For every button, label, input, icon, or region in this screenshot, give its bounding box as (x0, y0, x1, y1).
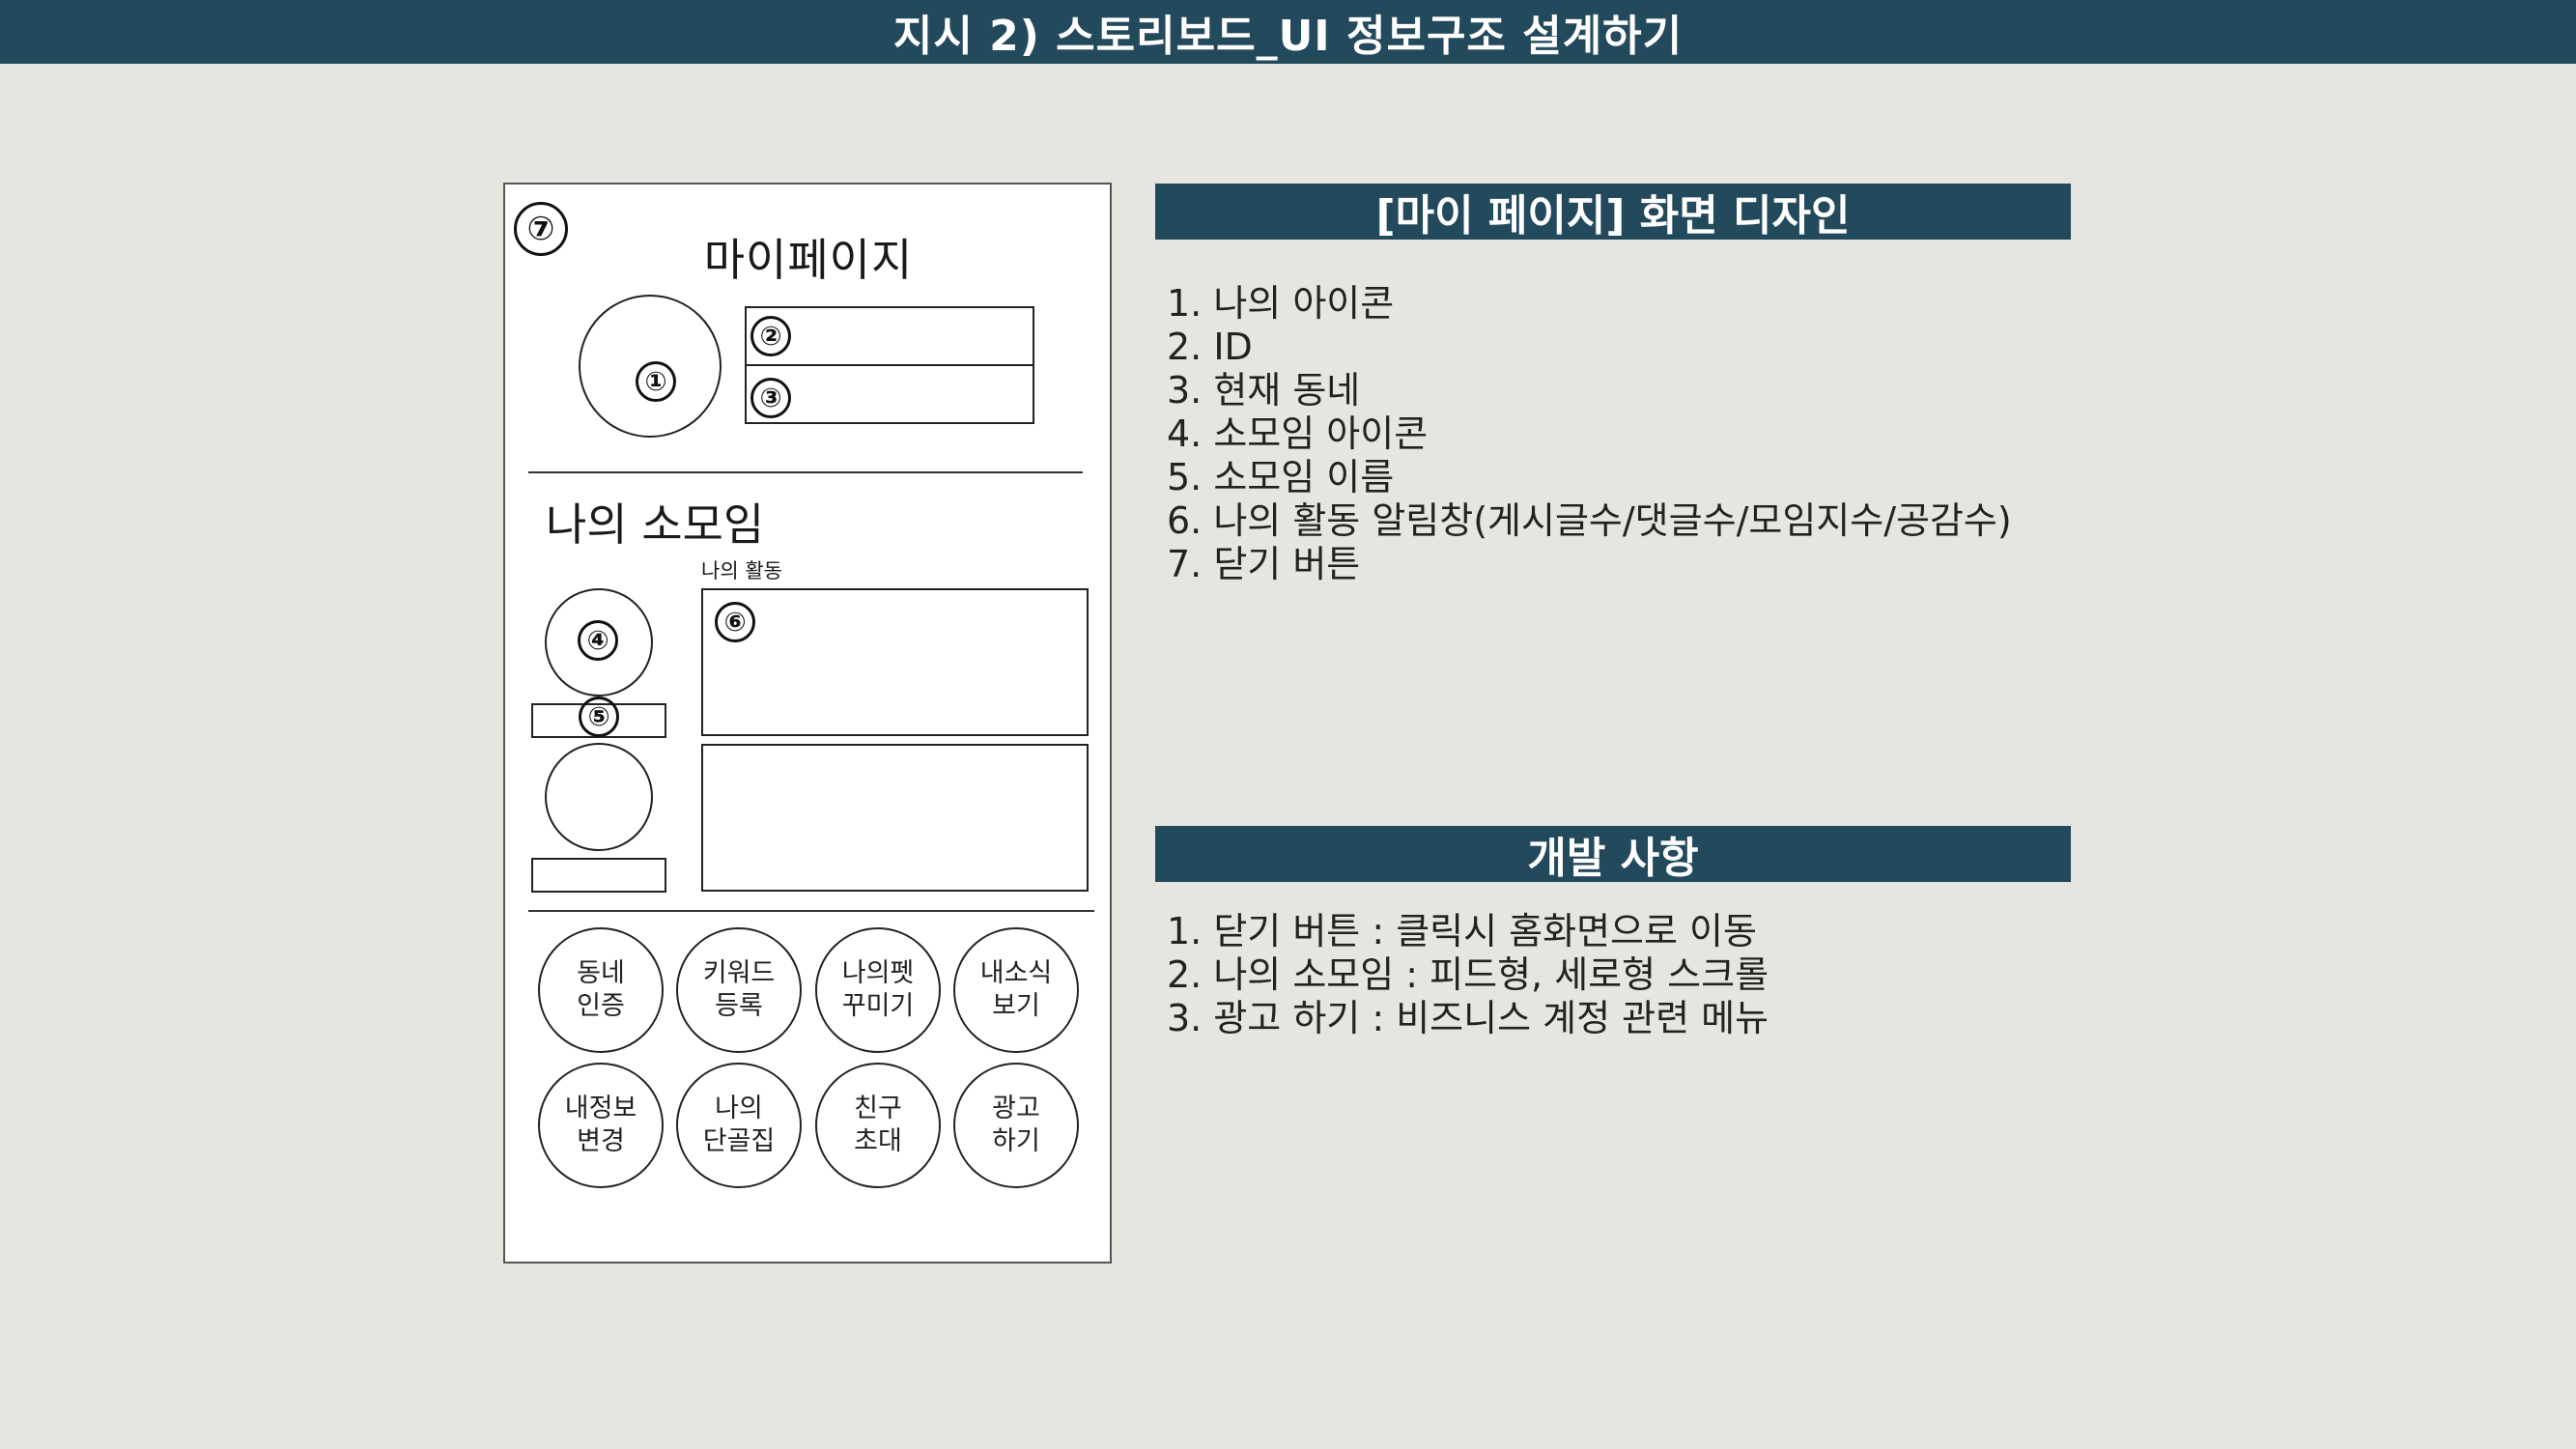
divider-top (528, 471, 1083, 473)
wireframe-title: 마이페이지 (703, 234, 914, 286)
section-title: 나의 소모임 (546, 498, 765, 551)
marker-2: ② (750, 316, 791, 356)
activity-label: 나의 활동 (701, 559, 782, 582)
menu-button-edit-profile[interactable]: 내정보 변경 (538, 1063, 664, 1188)
dev-item: 2. 나의 소모임 : 피드형, 세로형 스크롤 (1167, 953, 1769, 996)
close-button-marker[interactable]: ⑦ (514, 202, 568, 256)
marker-4: ④ (578, 620, 618, 661)
menu-button-keyword-register[interactable]: 키워드 등록 (676, 927, 802, 1053)
design-item: 4. 소모임 아이콘 (1167, 412, 1429, 455)
dev-item: 3. 광고 하기 : 비즈니스 계정 관련 메뉴 (1167, 997, 1769, 1039)
design-item: 7. 닫기 버튼 (1167, 543, 1361, 585)
location-box (745, 364, 1034, 424)
design-item-list: 1. 나의 아이콘 2. ID 3. 현재 동네 4. 소모임 아이콘 5. 소… (1167, 282, 2012, 586)
menu-button-invite-friends[interactable]: 친구 초대 (815, 1063, 941, 1188)
dev-item-list: 1. 닫기 버튼 : 클릭시 홈화면으로 이동 2. 나의 소모임 : 피드형,… (1167, 910, 1769, 1040)
page-header: 지시 2) 스토리보드_UI 정보구조 설계하기 (0, 0, 2576, 64)
menu-button-my-news[interactable]: 내소식 보기 (953, 927, 1079, 1053)
design-item: 2. ID (1167, 326, 1253, 368)
design-panel-title-text: [마이 페이지] 화면 디자인 (1375, 191, 1851, 241)
marker-6: ⑥ (715, 602, 755, 642)
menu-button-advertise[interactable]: 광고 하기 (953, 1063, 1079, 1188)
design-item: 5. 소모임 이름 (1167, 456, 1395, 498)
dev-item: 1. 닫기 버튼 : 클릭시 홈화면으로 이동 (1167, 910, 1757, 952)
menu-button-neighborhood-verify[interactable]: 동네 인증 (538, 927, 664, 1053)
design-panel-title: [마이 페이지] 화면 디자인 (1155, 184, 2071, 241)
group-icon-circle[interactable] (545, 743, 653, 851)
design-item: 1. 나의 아이콘 (1167, 282, 1395, 325)
activity-panel (701, 588, 1089, 736)
divider-bottom (528, 910, 1094, 912)
design-item: 3. 현재 동네 (1167, 369, 1361, 412)
group-name-box (531, 858, 666, 893)
activity-panel (701, 744, 1089, 892)
design-item: 6. 나의 활동 알림창(게시글수/댓글수/모임지수/공감수) (1167, 499, 2012, 542)
marker-1: ① (636, 361, 676, 402)
dev-panel-title-text: 개발 사항 (1527, 834, 1699, 883)
menu-button-favorite-places[interactable]: 나의 단골집 (676, 1063, 802, 1188)
marker-5: ⑤ (579, 696, 619, 737)
mypage-wireframe: ⑦ 마이페이지 ① ② ③ 나의 소모임 나의 활동 ④ ⑤ ⑥ 동네 인증 키… (503, 183, 1112, 1264)
marker-3: ③ (750, 378, 791, 418)
page-title: 지시 2) 스토리보드_UI 정보구조 설계하기 (892, 12, 1684, 61)
menu-button-pet-decorate[interactable]: 나의펫 꾸미기 (815, 927, 941, 1053)
dev-panel-title: 개발 사항 (1155, 826, 2071, 883)
